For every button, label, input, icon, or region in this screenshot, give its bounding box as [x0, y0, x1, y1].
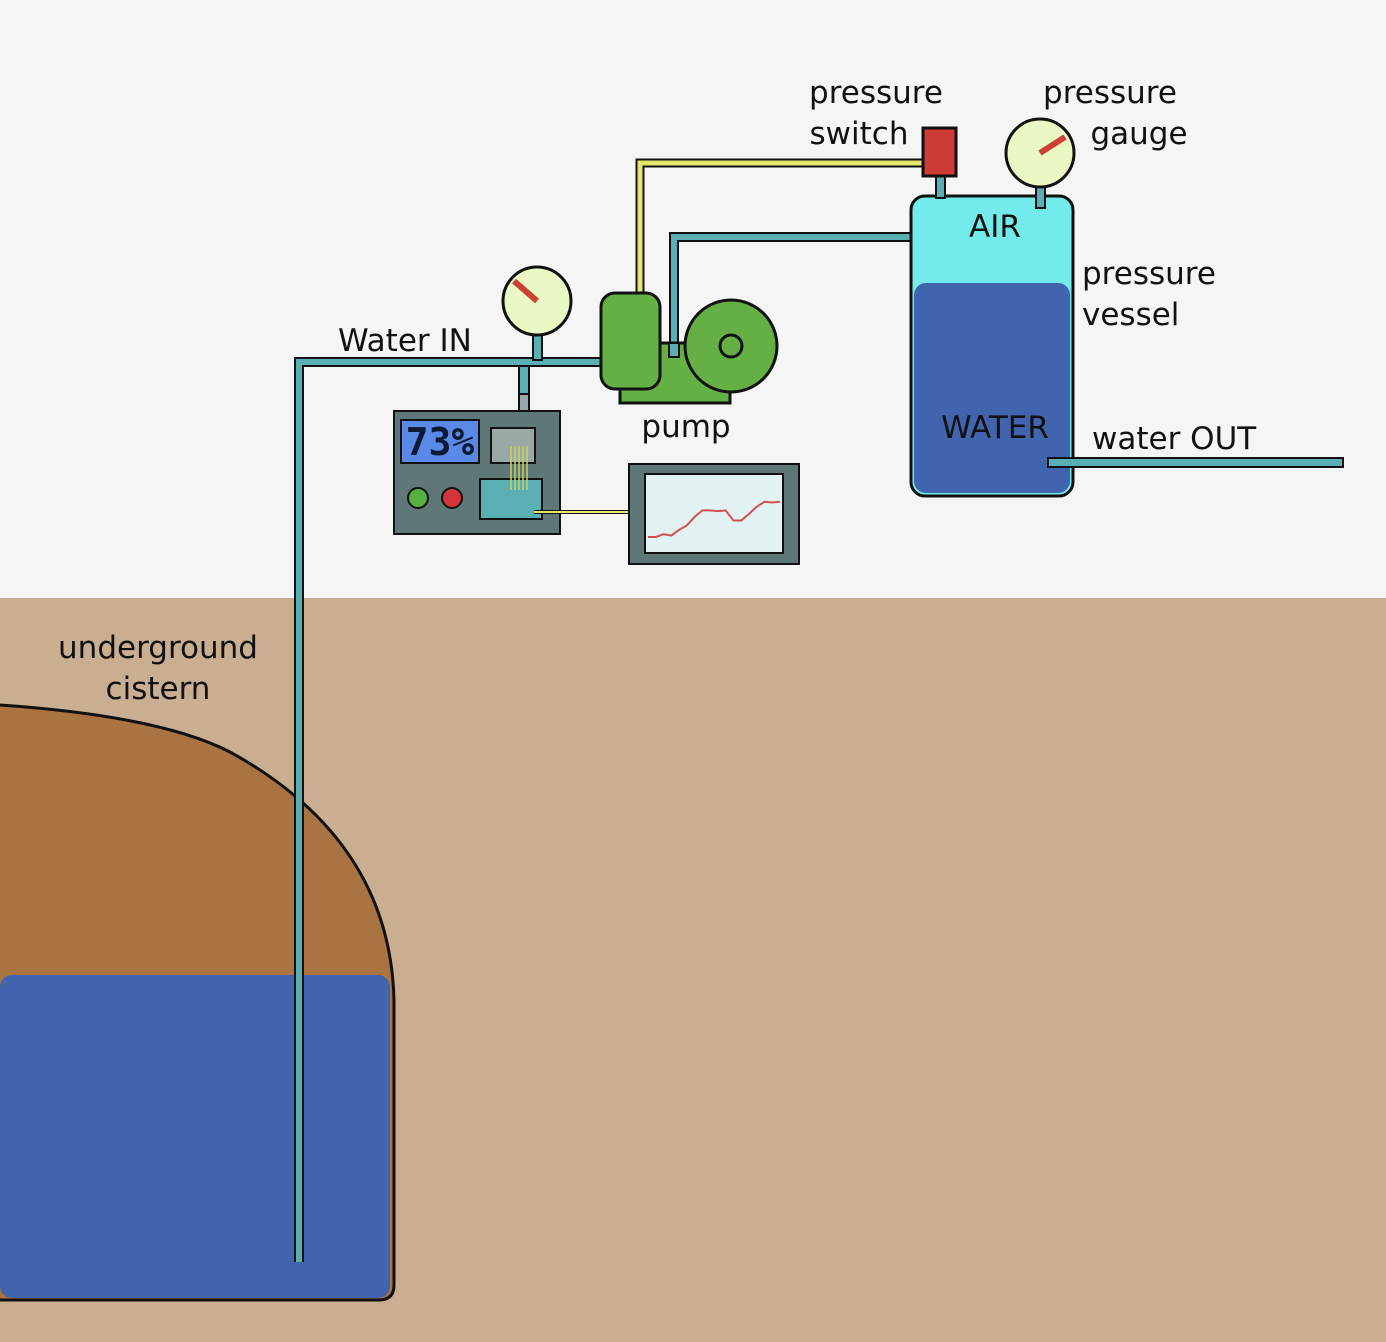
label-pressure-gauge-1: pressure: [1043, 75, 1177, 111]
controller-wires: [510, 446, 528, 490]
vessel-gauge-needle: [1038, 134, 1067, 156]
label-pressure-vessel-1: pressure: [1082, 256, 1216, 292]
label-pressure-vessel-2: vessel: [1082, 297, 1179, 333]
label-water-out: water OUT: [1092, 421, 1257, 457]
label-water-tank: WATER: [941, 410, 1049, 446]
pump-motor: [599, 291, 662, 391]
label-pressure-gauge-2: gauge: [1090, 116, 1187, 152]
pressure-vessel: [909, 194, 1075, 498]
label-pressure-switch-2: switch: [810, 116, 909, 152]
vessel-outline: [909, 194, 1075, 498]
label-cistern-1: underground: [58, 630, 258, 666]
label-air: AIR: [969, 209, 1021, 245]
label-cistern-2: cistern: [106, 671, 211, 707]
led-green: [407, 487, 429, 509]
monitor-trend-line: [648, 500, 781, 538]
pump-shaft: [718, 333, 744, 359]
monitor: [628, 463, 800, 565]
led-red: [441, 487, 463, 509]
label-pressure-switch-1: pressure: [809, 75, 943, 111]
water-out-pipe: [1047, 457, 1344, 468]
controller-lcd: [400, 419, 480, 464]
pressure-switch-body: [921, 126, 958, 178]
vessel-pressure-gauge: [1004, 117, 1076, 209]
pump-controller: 73%: [393, 410, 561, 535]
pump: [599, 291, 779, 405]
label-water-in: Water IN: [338, 323, 472, 359]
label-pump: pump: [641, 409, 730, 445]
sensor-stub: [518, 365, 530, 397]
pressure-switch: [921, 126, 958, 199]
inlet-gauge-needle: [512, 278, 539, 304]
controller-display-value: 73%: [406, 420, 475, 464]
inlet-pressure-gauge: [501, 265, 573, 361]
cistern-outline: [0, 703, 396, 1302]
monitor-screen: [644, 473, 784, 554]
controller-sensor-block: [490, 427, 536, 464]
cistern-water: [0, 975, 390, 1298]
vessel-water: [914, 283, 1070, 493]
